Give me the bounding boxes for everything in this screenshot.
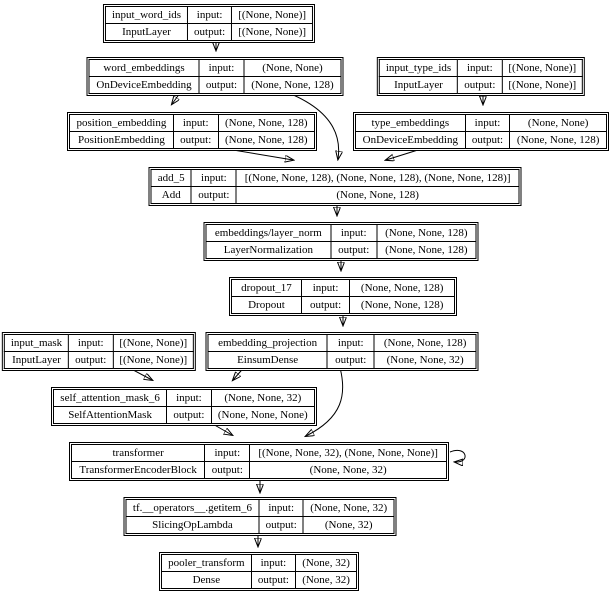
node-position_embedding: position_embedding input: (None, None, 1… <box>67 112 317 151</box>
layer-class: PositionEmbedding <box>69 131 174 149</box>
node-input_word_ids: input_word_ids input: [(None, None)] Inp… <box>102 4 316 43</box>
layer-class: OnDeviceEmbedding <box>88 76 200 94</box>
layer-class: InputLayer <box>378 76 459 94</box>
io-label-input: input: <box>166 389 212 407</box>
output-shape: (None, None, 128) <box>509 131 607 149</box>
layer-name: self_attention_mask_6 <box>52 389 168 407</box>
io-label-output: output: <box>190 186 237 204</box>
layer-class: InputLayer <box>3 351 70 369</box>
io-label-output: output: <box>68 351 114 369</box>
io-label-input: input: <box>198 59 245 77</box>
io-label-output: output: <box>166 406 212 424</box>
layer-name: position_embedding <box>69 114 174 132</box>
output-shape: (None, None, 128) <box>376 241 477 259</box>
io-label-output: output: <box>172 131 219 149</box>
edge-transformer-self-loop <box>449 449 466 462</box>
io-label-output: output: <box>464 131 511 149</box>
node-tf_operators_getitem_6: tf.__operators__.getitem_6 input: (None,… <box>123 497 397 536</box>
layer-name: input_mask <box>3 334 70 352</box>
node-transformer: transformer input: [(None, None, 32), (N… <box>69 442 449 481</box>
io-label-output: output: <box>204 461 251 479</box>
io-label-input: input: <box>330 224 378 242</box>
node-pooler_transform: pooler_transform input: (None, 32) Dense… <box>159 552 359 591</box>
io-label-input: input: <box>172 114 219 132</box>
layer-class: InputLayer <box>104 23 189 41</box>
node-input_type_ids: input_type_ids input: [(None, None)] Inp… <box>376 57 586 96</box>
node-add_5: add_5 input: [(None, None, 128), (None, … <box>148 167 522 206</box>
layer-name: input_word_ids <box>104 6 189 24</box>
io-label-input: input: <box>464 114 511 132</box>
layer-name: tf.__operators__.getitem_6 <box>125 499 260 517</box>
io-label-input: input: <box>204 444 251 462</box>
input-shape: [(None, None)] <box>501 59 584 77</box>
io-label-output: output: <box>187 23 233 41</box>
input-shape: [(None, None)] <box>112 334 195 352</box>
layer-name: word_embeddings <box>88 59 200 77</box>
output-shape: (None, None, 128) <box>235 186 520 204</box>
io-label-input: input: <box>326 334 375 352</box>
node-type_embeddings: type_embeddings input: (None, None) OnDe… <box>353 112 609 151</box>
io-label-output: output: <box>300 296 351 314</box>
layer-class: SelfAttentionMask <box>52 406 168 424</box>
input-shape: (None, None, 128) <box>373 334 477 352</box>
layer-name: pooler_transform <box>161 554 252 572</box>
output-shape: [(None, None)] <box>231 23 314 41</box>
io-label-input: input: <box>258 499 304 517</box>
input-shape: (None, None, 32) <box>302 499 395 517</box>
layer-class: TransformerEncoderBlock <box>70 461 206 479</box>
layer-name: embedding_projection <box>207 334 328 352</box>
output-shape: (None, 32) <box>302 516 395 534</box>
io-label-input: input: <box>300 279 351 297</box>
output-shape: (None, 32) <box>295 571 357 589</box>
node-word_embeddings: word_embeddings input: (None, None) OnDe… <box>86 57 344 96</box>
input-shape: [(None, None, 128), (None, None, 128), (… <box>235 169 520 187</box>
output-shape: [(None, None)] <box>501 76 584 94</box>
input-shape: (None, None, 128) <box>349 279 455 297</box>
layer-class: SlicingOpLambda <box>125 516 260 534</box>
layer-name: add_5 <box>150 169 192 187</box>
output-shape: (None, None, 32) <box>249 461 447 479</box>
io-label-output: output: <box>198 76 245 94</box>
node-dropout_17: dropout_17 input: (None, None, 128) Drop… <box>229 277 457 316</box>
layer-name: type_embeddings <box>355 114 466 132</box>
io-label-input: input: <box>187 6 233 24</box>
io-label-input: input: <box>457 59 503 77</box>
output-shape: (None, None, 128) <box>243 76 342 94</box>
io-label-input: input: <box>250 554 297 572</box>
layer-name: input_type_ids <box>378 59 459 77</box>
layer-name: embeddings/layer_norm <box>205 224 332 242</box>
node-self_attention_mask_6: self_attention_mask_6 input: (None, None… <box>51 387 317 426</box>
io-label-output: output: <box>250 571 297 589</box>
layer-class: EinsumDense <box>207 351 328 369</box>
input-shape: [(None, None)] <box>231 6 314 24</box>
input-shape: (None, None, 32) <box>210 389 316 407</box>
io-label-input: input: <box>68 334 114 352</box>
layer-class: Dropout <box>231 296 302 314</box>
io-label-output: output: <box>258 516 304 534</box>
input-shape: [(None, None, 32), (None, None, None)] <box>249 444 447 462</box>
layer-class: LayerNormalization <box>205 241 332 259</box>
layer-name: transformer <box>70 444 206 462</box>
output-shape: [(None, None)] <box>112 351 195 369</box>
input-shape: (None, None) <box>243 59 342 77</box>
node-embeddings_layer_norm: embeddings/layer_norm input: (None, None… <box>203 222 479 261</box>
node-embedding_projection: embedding_projection input: (None, None,… <box>205 332 479 371</box>
output-shape: (None, None, None) <box>210 406 316 424</box>
io-label-output: output: <box>457 76 503 94</box>
io-label-output: output: <box>326 351 375 369</box>
input-shape: (None, 32) <box>295 554 357 572</box>
input-shape: (None, None, 128) <box>376 224 477 242</box>
io-label-input: input: <box>190 169 237 187</box>
node-input_mask: input_mask input: [(None, None)] InputLa… <box>1 332 197 371</box>
layer-class: Dense <box>161 571 252 589</box>
layer-class: Add <box>150 186 192 204</box>
output-shape: (None, None, 32) <box>373 351 477 369</box>
layer-class: OnDeviceEmbedding <box>355 131 466 149</box>
input-shape: (None, None) <box>509 114 607 132</box>
layer-name: dropout_17 <box>231 279 302 297</box>
output-shape: (None, None, 128) <box>349 296 455 314</box>
input-shape: (None, None, 128) <box>217 114 316 132</box>
io-label-output: output: <box>330 241 378 259</box>
output-shape: (None, None, 128) <box>217 131 316 149</box>
